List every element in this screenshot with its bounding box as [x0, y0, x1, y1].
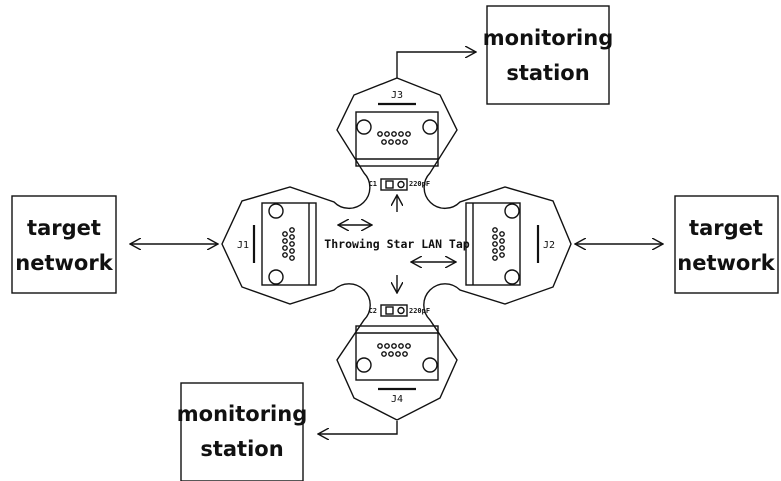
capacitor-c1-ref: C1: [369, 180, 377, 188]
target-network-right-line2: network: [677, 251, 775, 275]
capacitor-c1: C1 220pF: [369, 178, 430, 191]
connector-j2-label: J2: [543, 240, 555, 251]
capacitor-c1-value: 220pF: [409, 180, 430, 188]
monitoring-station-top-line2: station: [506, 61, 589, 85]
connector-j3-label: J3: [391, 90, 403, 101]
target-network-left-line2: network: [15, 251, 113, 275]
monitoring-station-bottom-box: monitoring station: [177, 382, 307, 481]
monitoring-station-bottom-line1: monitoring: [177, 402, 307, 426]
monitoring-station-bottom-line2: station: [200, 437, 283, 461]
connector-j1: J1: [237, 202, 317, 286]
top-monitor-arrow: [396, 52, 476, 78]
bottom-monitor-arrow: [318, 421, 398, 434]
target-network-left-box: target network: [11, 195, 117, 294]
monitoring-station-top-line1: monitoring: [483, 26, 613, 50]
monitoring-station-top-box: monitoring station: [483, 5, 613, 105]
board-outline: [221, 77, 572, 421]
board-title: Throwing Star LAN Tap: [324, 237, 469, 251]
target-network-left-line1: target: [27, 216, 101, 240]
connector-j2: J2: [465, 202, 555, 286]
capacitor-c2-ref: C2: [369, 307, 377, 315]
capacitor-c2: C2 220pF: [369, 304, 430, 317]
connector-j4: J4: [355, 325, 439, 405]
connector-j3: J3: [355, 90, 439, 167]
capacitor-c2-value: 220pF: [409, 307, 430, 315]
connector-j4-label: J4: [391, 394, 403, 405]
target-network-right-box: target network: [674, 195, 779, 294]
connector-j1-label: J1: [237, 240, 249, 251]
target-network-right-line1: target: [689, 216, 763, 240]
